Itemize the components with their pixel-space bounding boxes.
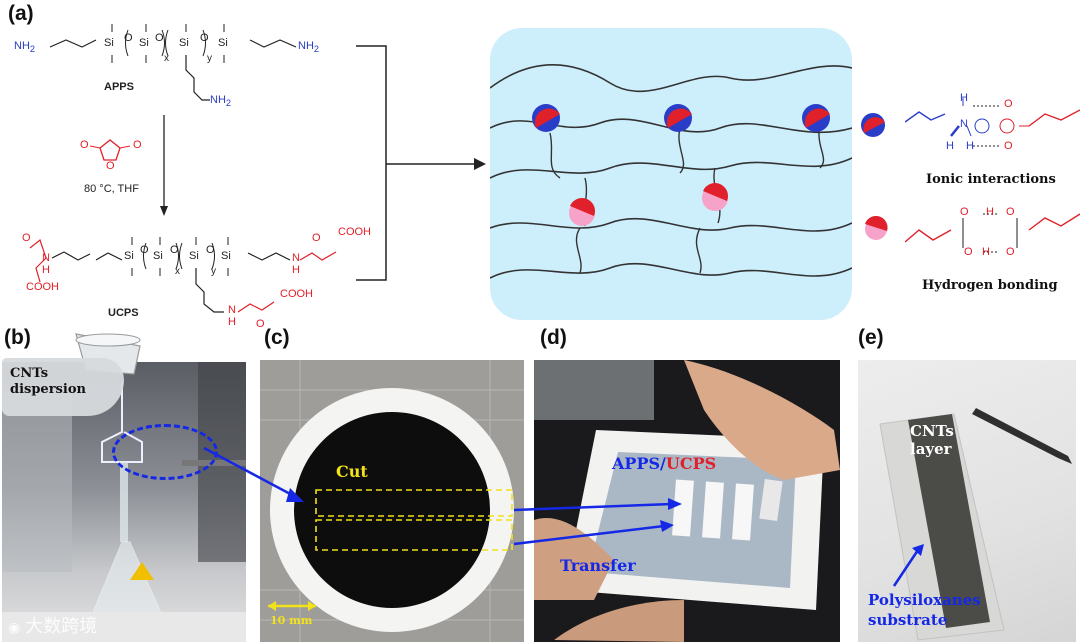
ionic-o-top: O <box>1004 98 1013 110</box>
ionic-o-bottom: O <box>1004 140 1013 152</box>
beaker-dispersion <box>2 358 124 416</box>
ionic-node <box>664 104 692 132</box>
ionic-schematic <box>905 98 1080 147</box>
cnts-layer-label: CNTs layer <box>910 422 954 458</box>
ucps-si-4: Si <box>221 250 231 262</box>
transfer-photo-svg <box>534 360 840 642</box>
ucps-y: y <box>211 266 216 277</box>
ucps-si-3: Si <box>189 250 199 262</box>
anhydride-o-center: O <box>106 160 115 172</box>
watermark-text: 大数跨境 <box>25 616 98 636</box>
panel-label-d: (d) <box>540 326 567 349</box>
photo-cnt-layer <box>858 360 1076 642</box>
panel-label-e: (e) <box>858 326 884 349</box>
cut-label: Cut <box>336 462 368 481</box>
ionic-node <box>802 104 830 132</box>
apps-nh2-right: NH2 <box>298 40 319 55</box>
ucps-cooh-right: COOH <box>338 226 371 238</box>
apps-ucps-label: APPS/UCPS <box>612 454 716 473</box>
ucps-o-side: O <box>256 318 265 330</box>
ionic-node <box>532 104 560 132</box>
ucps-o-left: O <box>22 232 31 244</box>
apps-label-blue: APPS/ <box>612 454 666 473</box>
scale-bar-label: 10 mm <box>270 614 313 627</box>
apps-o-3: O <box>200 32 209 44</box>
panel-label-c: (c) <box>264 326 290 349</box>
apps-nh2-left: NH2 <box>14 40 35 55</box>
arrows-c-to-d <box>513 498 682 546</box>
ucps-o-2: O <box>170 244 179 256</box>
watermark: ◉ 大数跨境 <box>8 612 97 638</box>
apps-nh2-side: NH2 <box>210 94 231 109</box>
anhydride-o-right: O <box>133 139 142 151</box>
ucps-o-3: O <box>206 244 215 256</box>
ucps-cooh-side: COOH <box>280 288 313 300</box>
panel-label-b: (b) <box>4 326 31 349</box>
ucps-si-1: Si <box>124 250 134 262</box>
ucps-x: x <box>175 266 180 277</box>
hbond-o-4: O <box>1006 246 1015 258</box>
cnt-layer-svg <box>879 408 1072 641</box>
ionic-legend-icon <box>861 113 885 137</box>
reaction-condition: 80 °C, THF <box>84 183 139 195</box>
ucps-label-red: UCPS <box>665 454 717 473</box>
panel-label-a: (a) <box>8 2 34 25</box>
cnts-dispersion-label: CNTs dispersion <box>10 366 86 397</box>
ucps-o-1: O <box>140 244 149 256</box>
ionic-n: N <box>960 118 968 130</box>
ucps-o-right: O <box>312 232 321 244</box>
network-svg <box>490 64 852 279</box>
filter-highlight-ellipse <box>112 424 218 480</box>
hbond-o-3: O <box>964 246 973 258</box>
apps-si-2: Si <box>139 37 149 49</box>
connector-arrow <box>356 45 486 281</box>
ionic-h-top: H <box>960 92 968 104</box>
apps-o-2: O <box>155 32 164 44</box>
ionic-h-left: H <box>946 140 954 152</box>
ucps-cooh-left: COOH <box>26 281 59 293</box>
apps-label: APPS <box>104 81 134 93</box>
photo-transfer <box>534 360 840 642</box>
hbond-h-2: H <box>982 246 990 258</box>
ucps-label: UCPS <box>108 307 139 319</box>
hbond-node <box>702 183 728 211</box>
hbond-legend-icon <box>865 215 888 240</box>
ionic-h-bottom: H <box>966 140 974 152</box>
hbond-label: Hydrogen bonding <box>922 278 1058 293</box>
hbond-schematic <box>905 213 1080 253</box>
ucps-si-2: Si <box>153 250 163 262</box>
photo-membrane <box>260 360 524 642</box>
polysiloxanes-substrate-label: Polysiloxanes substrate <box>868 591 981 629</box>
apps-si-4: Si <box>218 37 228 49</box>
watermark-logo-icon: ◉ <box>8 619 21 635</box>
hbond-h-1: H <box>986 206 994 218</box>
hbond-o-1: O <box>960 206 969 218</box>
anhydride-o-left: O <box>80 139 89 151</box>
apps-o-1: O <box>124 32 133 44</box>
network-diagram <box>490 28 852 320</box>
apps-si-3: Si <box>179 37 189 49</box>
hbond-o-2: O <box>1006 206 1015 218</box>
apps-x: x <box>164 53 169 64</box>
hbond-node <box>569 198 595 226</box>
apps-structure <box>29 24 337 313</box>
membrane-photo-svg <box>260 360 524 642</box>
transfer-label: Transfer <box>560 556 636 575</box>
apps-y: y <box>207 53 212 64</box>
arrow-b-to-c <box>203 446 304 502</box>
arrow-to-substrate <box>892 544 924 587</box>
ionic-label: Ionic interactions <box>926 172 1056 187</box>
apps-si-1: Si <box>104 37 114 49</box>
